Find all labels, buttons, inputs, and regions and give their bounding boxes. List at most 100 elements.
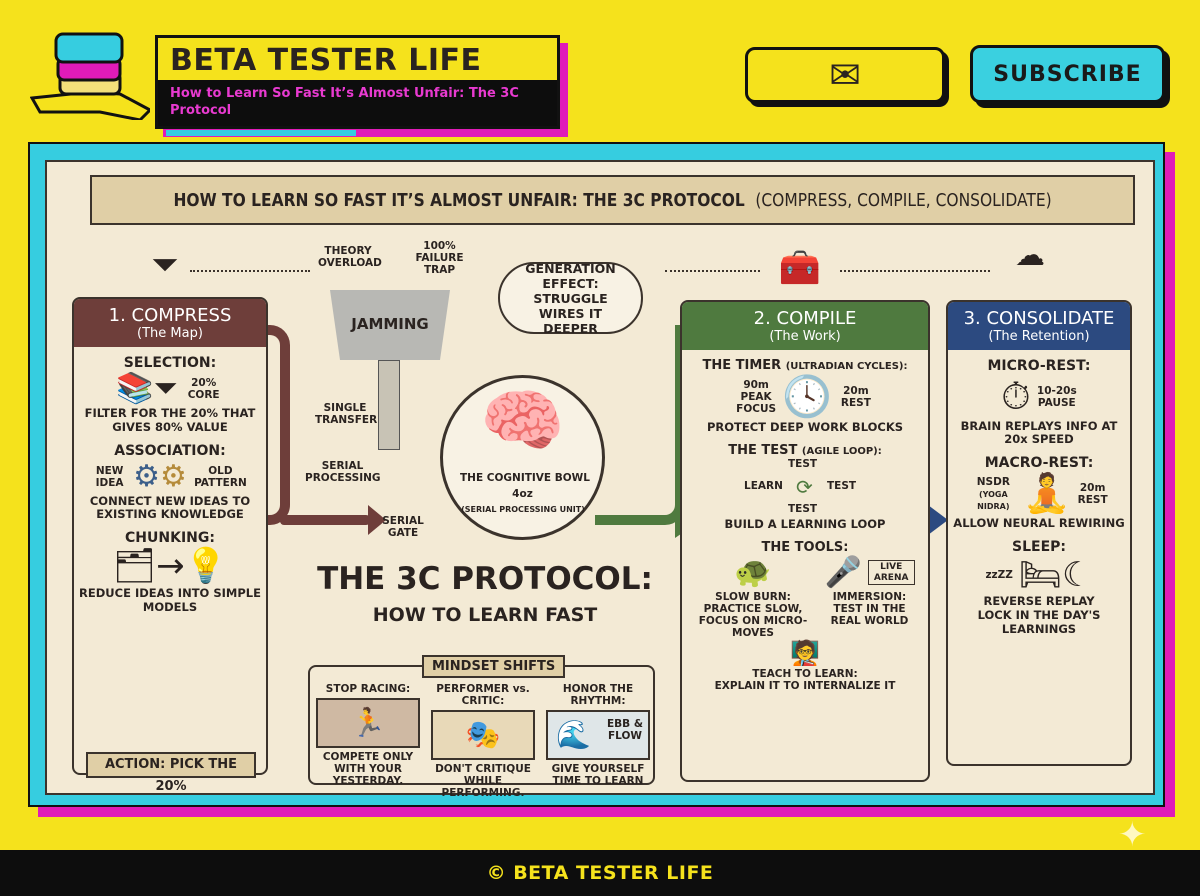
mindset-heading: PERFORMER vs. CRITIC: bbox=[436, 683, 530, 708]
macro-rest-heading: MACRO-REST: bbox=[984, 455, 1094, 472]
failure-trap-label: 100% FAILURE TRAP bbox=[415, 240, 464, 277]
bowl-size: 4oz bbox=[512, 488, 533, 500]
thought-text: GENERATION EFFECT: STRUGGLE WIRES IT DEE… bbox=[525, 260, 616, 336]
jamming-label: JAMMING bbox=[351, 315, 429, 333]
main-subtitle: HOW TO LEARN FAST bbox=[372, 604, 598, 626]
consolidate-subtitle: (The Retention) bbox=[988, 329, 1090, 344]
yoga-nidra-text: (YOGA NIDRA) bbox=[977, 489, 1010, 512]
arrow-head-consolidate bbox=[928, 505, 948, 535]
theory-overload-label: THEORY OVERLOAD bbox=[318, 245, 382, 270]
mindset-item: HONOR THE RHYTHM: 🌊EBB & FLOW GIVE YOURS… bbox=[542, 683, 654, 787]
nsdr-label: NSDR(YOGA NIDRA) bbox=[969, 476, 1017, 512]
loop-arrows-icon: ⟳ bbox=[796, 474, 813, 499]
footer: © BETA TESTER LIFE bbox=[0, 850, 1200, 896]
micro-rest-heading: MICRO-REST: bbox=[987, 358, 1091, 374]
chunking-heading: CHUNKING: bbox=[125, 530, 215, 547]
performer-icon: 🎭 bbox=[431, 710, 535, 761]
mindset-title: MINDSET SHIFTS bbox=[422, 655, 566, 678]
test-heading: THE TEST (AGILE LOOP): bbox=[682, 443, 928, 458]
serial-gate-label: SERIAL GATE bbox=[382, 515, 424, 540]
audience-icon: 🎤 bbox=[824, 554, 862, 590]
loop-test-top: TEST bbox=[788, 457, 818, 470]
funnel-icon: ⏷ bbox=[151, 245, 179, 285]
compile-subtitle: (The Work) bbox=[769, 329, 841, 344]
loop-learn: LEARN bbox=[744, 479, 783, 492]
consolidate-title: 3. CONSOLIDATE bbox=[963, 308, 1115, 329]
toolbox-icon: 🧰 bbox=[778, 248, 822, 288]
title-main: HOW TO LEARN SO FAST IT’S ALMOST UNFAIR:… bbox=[173, 189, 745, 211]
flow-path-compress bbox=[268, 325, 290, 525]
bowl-sub: (SERIAL PROCESSING UNIT) bbox=[461, 505, 585, 514]
subscribe-button[interactable]: SUBSCRIBE bbox=[970, 45, 1165, 103]
wave-icon: 🌊EBB & FLOW bbox=[546, 710, 650, 761]
teach-heading: TEACH TO LEARN: bbox=[752, 667, 858, 680]
chunking-lightbulb-icon: 🗂→💡 bbox=[113, 546, 227, 587]
timer-paren: (ULTRADIAN CYCLES): bbox=[785, 361, 908, 372]
bowl-label: THE COGNITIVE BOWL bbox=[460, 472, 590, 484]
new-idea-label: NEW IDEA bbox=[95, 464, 124, 489]
timer-heading: THE TIMER (ULTRADIAN CYCLES): bbox=[682, 358, 928, 373]
title-paren: (COMPRESS, COMPILE, CONSOLIDATE) bbox=[755, 189, 1052, 211]
mindset-item: PERFORMER vs. CRITIC: 🎭 DON'T CRITIQUE W… bbox=[427, 683, 539, 799]
pause-label: 10-20s PAUSE bbox=[1036, 384, 1077, 409]
zzz-label: zzZZ bbox=[985, 568, 1013, 581]
selection-text: FILTER FOR THE 20% THAT GIVES 80% VALUE bbox=[84, 406, 256, 434]
compress-title: 1. COMPRESS bbox=[108, 305, 232, 326]
clock-icon: 🕓 bbox=[782, 374, 832, 420]
sleep-heading: SLEEP: bbox=[1012, 538, 1066, 555]
gears-icon: ⚙⚙ bbox=[133, 458, 187, 494]
tools-heading: THE TOOLS: bbox=[761, 539, 849, 555]
loop-test-bottom: TEST bbox=[788, 502, 818, 515]
serial-processing-label: SERIAL PROCESSING bbox=[305, 460, 381, 485]
footer-copyright: © BETA TESTER LIFE bbox=[486, 862, 714, 884]
compress-panel: 1. COMPRESS (The Map) SELECTION: 📚⏷20% C… bbox=[72, 297, 268, 775]
test-label: THE TEST bbox=[728, 442, 798, 458]
mindset-caption: COMPETE ONLY WITH YOUR YESTERDAY. bbox=[322, 751, 414, 788]
immersion-text: TEST IN THE REAL WORLD bbox=[830, 602, 909, 627]
brain-icon: 🧠 bbox=[480, 382, 565, 461]
dotted-arrow-1 bbox=[190, 270, 310, 272]
site-subtitle: How to Learn So Fast It’s Almost Unfair:… bbox=[158, 80, 557, 126]
runner-icon: 🏃 bbox=[316, 698, 420, 749]
sparkle-icon: ✦ bbox=[1118, 815, 1147, 855]
mindset-caption: GIVE YOURSELF TIME TO LEARN bbox=[551, 763, 645, 788]
funnel-jamming bbox=[330, 290, 450, 360]
mindset-item: STOP RACING: 🏃 COMPETE ONLY WITH YOUR YE… bbox=[312, 683, 424, 787]
title-line: HOW TO LEARN SO FAST IT’S ALMOST UNFAIR:… bbox=[173, 190, 1051, 211]
envelope-icon: ✉ bbox=[829, 53, 861, 97]
mindset-heading: HONOR THE RHYTHM: bbox=[562, 683, 634, 708]
action-banner: ACTION: PICK THE 20% bbox=[86, 752, 256, 794]
rest-label: 20m REST bbox=[840, 384, 871, 409]
arrow-head-gate bbox=[368, 505, 386, 535]
test-text: BUILD A LEARNING LOOP bbox=[724, 516, 886, 531]
timer-text: PROTECT DEEP WORK BLOCKS bbox=[706, 420, 904, 434]
stopwatch-pause-icon: ⏱ bbox=[1001, 374, 1031, 418]
main-title: THE 3C PROTOCOL: bbox=[317, 561, 653, 597]
association-text: CONNECT NEW IDEAS TO EXISTING KNOWLEDGE bbox=[89, 493, 251, 522]
micro-rest-text: BRAIN REPLAYS INFO AT 20x SPEED bbox=[960, 418, 1118, 447]
site-brand: BETA TESTER LIFE bbox=[170, 43, 482, 78]
loop-test-right: TEST bbox=[827, 479, 857, 492]
macro-rest-duration: 20m REST bbox=[1077, 481, 1108, 506]
logo[interactable] bbox=[29, 20, 153, 122]
turtle-guitar-icon: 🐢 bbox=[734, 554, 772, 590]
compile-title: 2. COMPILE bbox=[753, 308, 857, 329]
compile-header: 2. COMPILE (The Work) bbox=[682, 302, 928, 350]
mindset-caption: DON'T CRITIQUE WHILE PERFORMING. bbox=[435, 763, 531, 800]
dotted-arrow-3 bbox=[840, 270, 990, 272]
sleep-text-1: REVERSE REPLAY bbox=[983, 594, 1095, 609]
focus-label: 90m PEAK FOCUS bbox=[736, 378, 777, 416]
mindset-heading: STOP RACING: bbox=[325, 683, 411, 695]
association-heading: ASSOCIATION: bbox=[114, 442, 226, 459]
slow-burn-text: PRACTICE SLOW, FOCUS ON MICRO-MOVES bbox=[698, 602, 808, 639]
email-button[interactable]: ✉ bbox=[745, 47, 945, 103]
sleep-text-2: LOCK IN THE DAY'S LEARNINGS bbox=[977, 608, 1101, 636]
ebb-flow-label: EBB & FLOW bbox=[607, 718, 643, 743]
single-transfer-label: SINGLE TRANSFER bbox=[315, 402, 378, 427]
teach-text: EXPLAIN IT TO INTERNALIZE IT bbox=[714, 679, 896, 692]
old-pattern-label: OLD PATTERN bbox=[194, 464, 247, 489]
selection-heading: SELECTION: bbox=[123, 355, 217, 371]
chunking-text: REDUCE IDEAS INTO SIMPLE MODELS bbox=[79, 585, 261, 614]
consolidate-panel: 3. CONSOLIDATE (The Retention) MICRO-RES… bbox=[946, 300, 1132, 766]
macro-rest-text: ALLOW NEURAL REWIRING bbox=[953, 515, 1125, 530]
